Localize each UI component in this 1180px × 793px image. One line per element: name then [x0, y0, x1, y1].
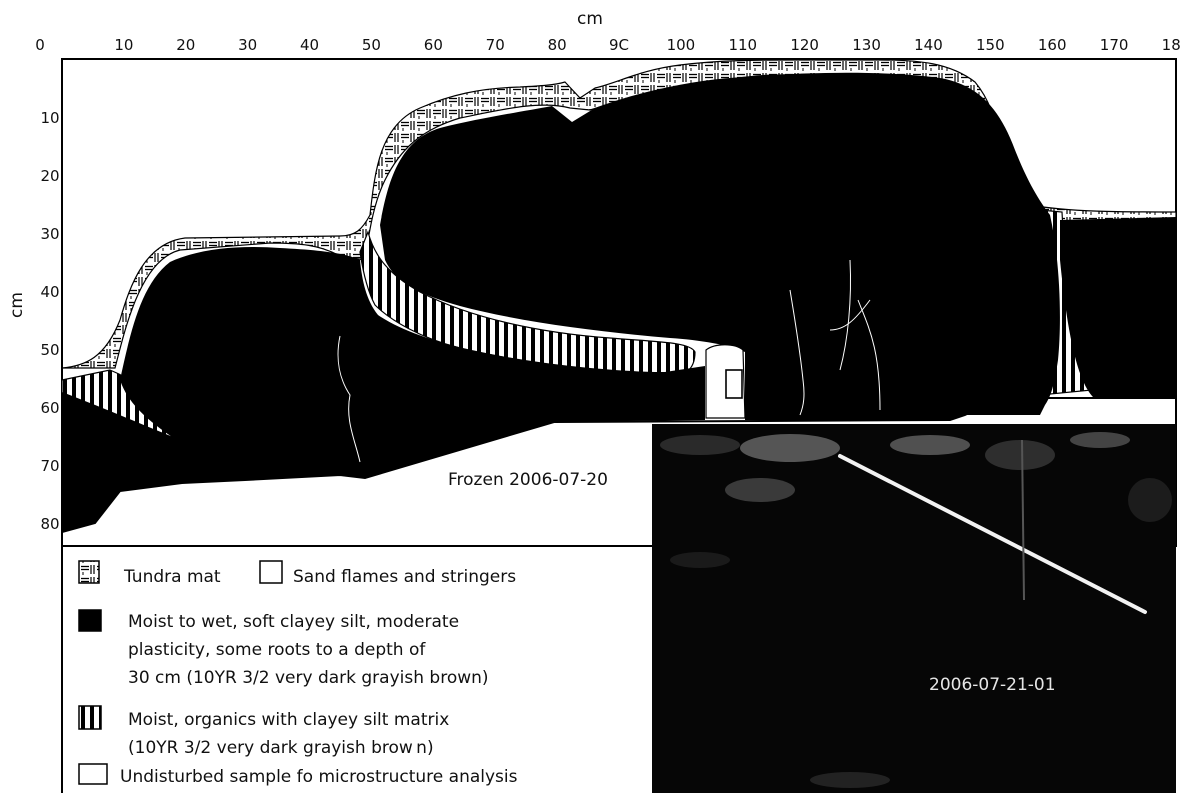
x-tick-label: 30 — [238, 36, 257, 54]
x-tick-label: 60 — [424, 36, 443, 54]
y-tick-label: 40 — [40, 283, 59, 301]
x-tick-label: 110 — [728, 36, 757, 54]
legend-swatch-sand-flames — [260, 561, 282, 583]
photo-background — [652, 424, 1176, 793]
undisturbed-sample-box — [726, 370, 742, 398]
frozen-date-label: Frozen 2006-07-20 — [448, 470, 608, 490]
x-tick-label: 140 — [914, 36, 943, 54]
y-tick-label: 10 — [40, 109, 59, 127]
legend-swatch-tundra-mat — [79, 561, 99, 583]
x-tick-label: 10 — [114, 36, 133, 54]
photo-caption: 2006-07-21-01 — [929, 675, 1056, 695]
x-tick-label: 170 — [1100, 36, 1129, 54]
legend: Tundra mat Sand flames and stringers Moi… — [62, 546, 518, 793]
y-tick-label: 80 — [40, 515, 59, 533]
x-tick-label: 0 — [35, 36, 45, 54]
x-tick-label: 180 — [1162, 36, 1180, 54]
y-tick-label: 20 — [40, 167, 59, 185]
y-tick-label: 30 — [40, 225, 59, 243]
x-tick-label: 100 — [667, 36, 696, 54]
legend-swatch-undisturbed-sample — [79, 764, 107, 784]
x-tick-label: 70 — [486, 36, 505, 54]
legend-label-tundra-mat: Tundra mat — [123, 567, 221, 587]
x-tick-label: 160 — [1038, 36, 1067, 54]
legend-label-clayey-silt-3: 30 cm (10YR 3/2 very dark grayish brown) — [128, 668, 489, 688]
field-photo: 2006-07-21-01 — [652, 424, 1176, 793]
legend-label-undisturbed-sample: Undisturbed sample fo microstructure ana… — [120, 767, 518, 787]
legend-label-organics-1: Moist, organics with clayey silt matrix — [128, 710, 449, 730]
x-tick-label: 80 — [548, 36, 567, 54]
x-axis-unit: cm — [577, 9, 603, 29]
y-tick-label: 50 — [40, 341, 59, 359]
legend-label-clayey-silt-1: Moist to wet, soft clayey silt, moderate — [128, 612, 459, 632]
x-tick-label: 40 — [300, 36, 319, 54]
legend-swatch-clayey-silt — [79, 610, 101, 631]
y-axis-unit: cm — [7, 292, 27, 318]
x-tick-label: 20 — [176, 36, 195, 54]
legend-swatch-organics — [79, 706, 101, 729]
y-axis-ticks: 10 20 30 40 50 60 70 80 — [40, 109, 59, 533]
legend-label-organics-2: (10YR 3/2 very dark grayish brow n) — [128, 738, 434, 758]
legend-label-clayey-silt-2: plasticity, some roots to a depth of — [128, 640, 426, 660]
x-tick-label: 9C — [609, 36, 629, 54]
y-tick-label: 70 — [40, 457, 59, 475]
x-axis-ticks: 0 10 20 30 40 50 60 70 80 9C 100 110 120 130 140 150 160… — [35, 36, 1180, 54]
x-tick-label: 150 — [976, 36, 1005, 54]
x-tick-label: 50 — [362, 36, 381, 54]
y-tick-label: 60 — [40, 399, 59, 417]
x-tick-label: 130 — [852, 36, 881, 54]
x-tick-label: 120 — [790, 36, 819, 54]
legend-label-sand-flames: Sand flames and stringers — [293, 567, 516, 587]
